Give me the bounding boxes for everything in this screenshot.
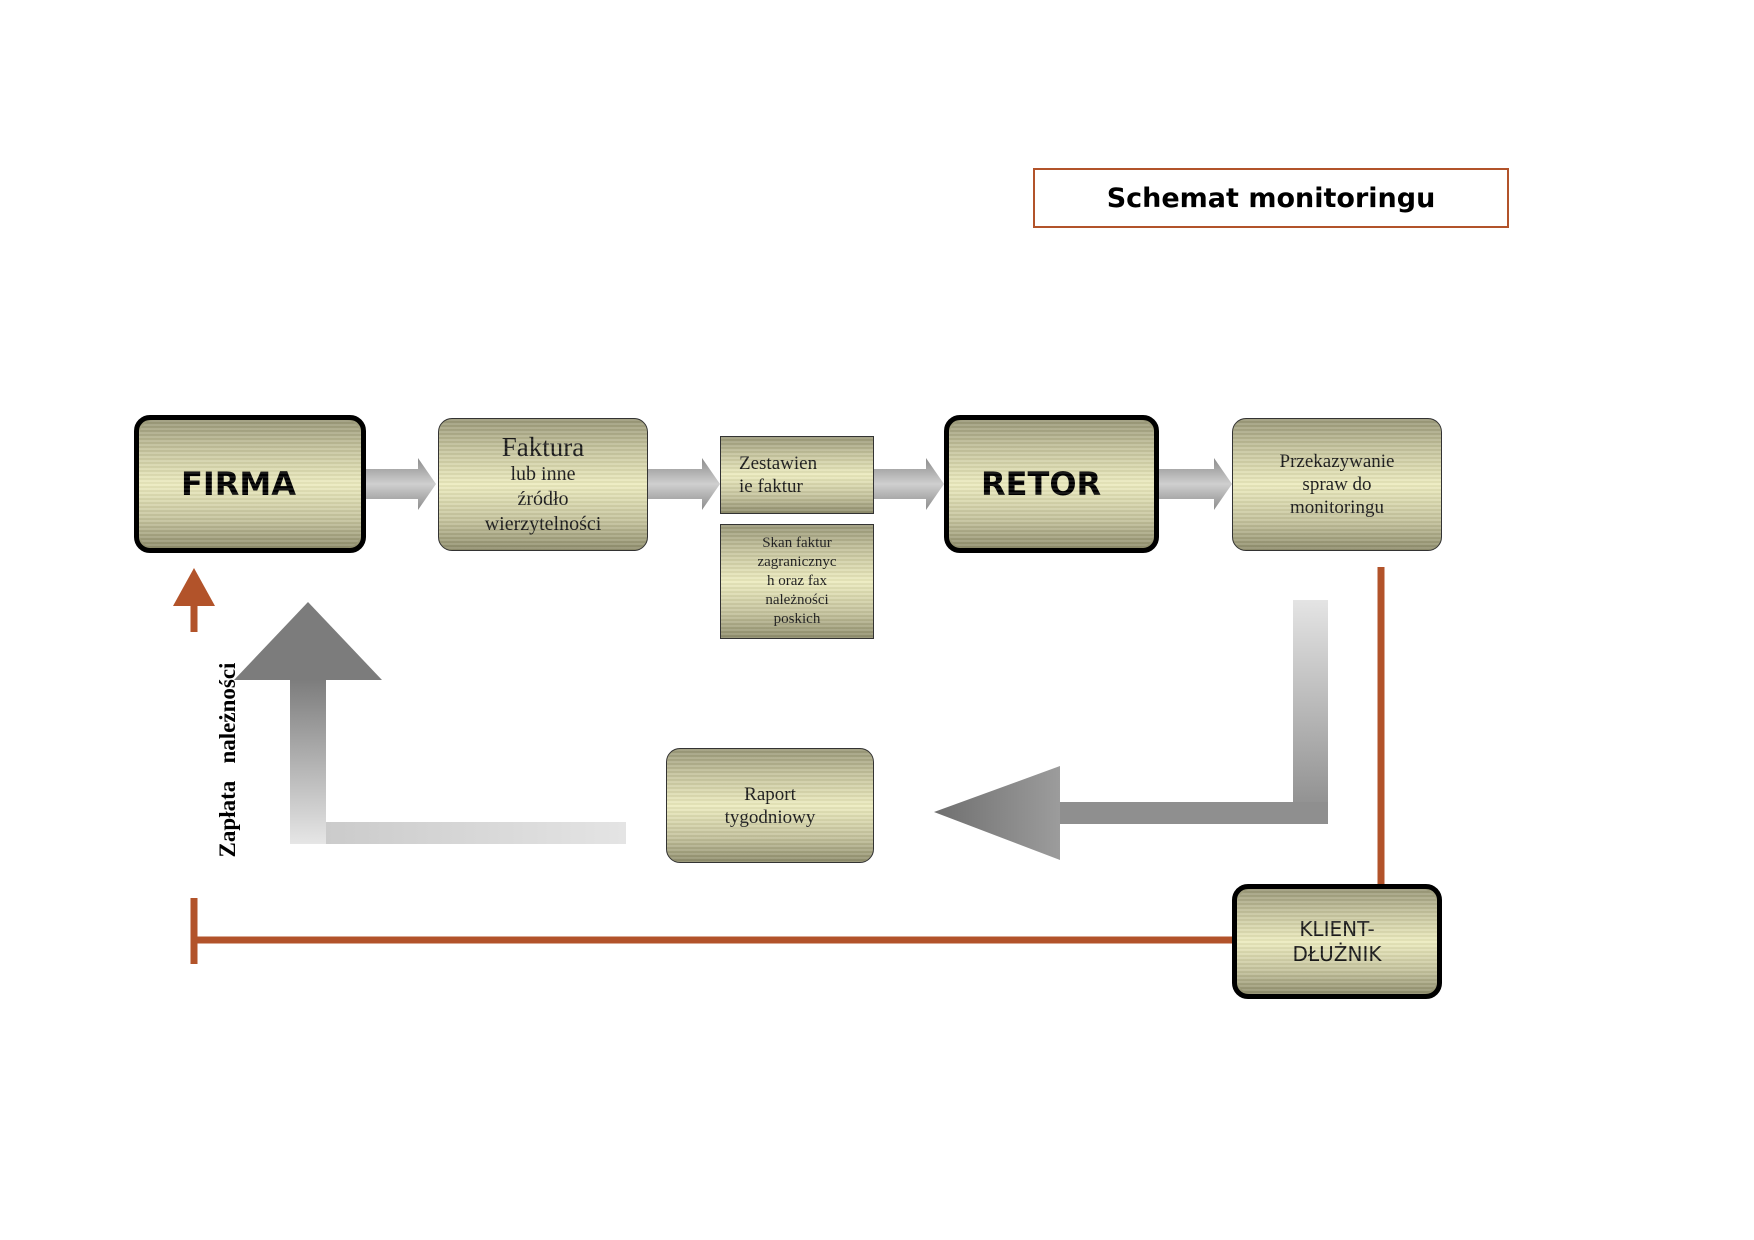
- node-firma: FIRMA: [134, 415, 366, 553]
- node-zestawienie: Zestawien ie faktur: [720, 436, 874, 514]
- node-klient-line1: KLIENT-: [1299, 916, 1375, 941]
- node-przekazywanie-line1: Przekazywanie: [1279, 451, 1395, 472]
- node-skan: Skan faktur zagranicznyc h oraz fax nale…: [720, 524, 874, 639]
- node-skan-line3: h oraz fax: [767, 573, 827, 589]
- node-faktura-line2: lub inne: [510, 463, 576, 485]
- node-faktura-line3: źródło: [517, 488, 569, 510]
- payment-label: Zapłata należności: [215, 662, 240, 858]
- arrow-raport-to-firma: [234, 602, 626, 844]
- node-skan-line1: Skan faktur: [762, 535, 832, 551]
- node-raport-line2: tygodniowy: [724, 806, 816, 828]
- node-przekazywanie: Przekazywanie spraw do monitoringu: [1232, 418, 1442, 551]
- node-skan-line5: poskich: [773, 611, 821, 627]
- node-zestawienie-line2: ie faktur: [739, 476, 803, 497]
- arrow-zestawienie-to-retor: [874, 458, 944, 510]
- node-klient-line2: DŁUŻNIK: [1292, 941, 1382, 966]
- node-zestawienie-line1: Zestawien: [739, 453, 818, 474]
- node-skan-line2: zagranicznyc: [757, 554, 837, 570]
- node-przekazywanie-line3: monitoringu: [1290, 497, 1384, 518]
- node-raport: Raport tygodniowy: [666, 748, 874, 863]
- node-skan-line4: należności: [765, 592, 829, 608]
- arrow-firma-to-faktura: [366, 458, 436, 510]
- diagram-title: Schemat monitoringu: [1033, 168, 1509, 228]
- arrow-faktura-to-zestawienie: [648, 458, 720, 510]
- node-faktura-line1: Faktura: [501, 432, 585, 462]
- node-retor-label: RETOR: [981, 465, 1102, 503]
- node-przekazywanie-line2: spraw do: [1302, 474, 1372, 495]
- payment-arrowhead: [173, 568, 215, 606]
- node-faktura: Faktura lub inne źródło wierzytelności: [438, 418, 648, 551]
- node-faktura-line4: wierzytelności: [484, 513, 602, 535]
- node-klient: KLIENT- DŁUŻNIK: [1232, 884, 1442, 999]
- node-raport-line1: Raport: [744, 783, 796, 805]
- arrow-przekazywanie-to-raport: [934, 600, 1328, 860]
- node-retor: RETOR: [944, 415, 1159, 553]
- node-firma-label: FIRMA: [181, 465, 297, 503]
- arrow-retor-to-przekazywanie: [1159, 458, 1232, 510]
